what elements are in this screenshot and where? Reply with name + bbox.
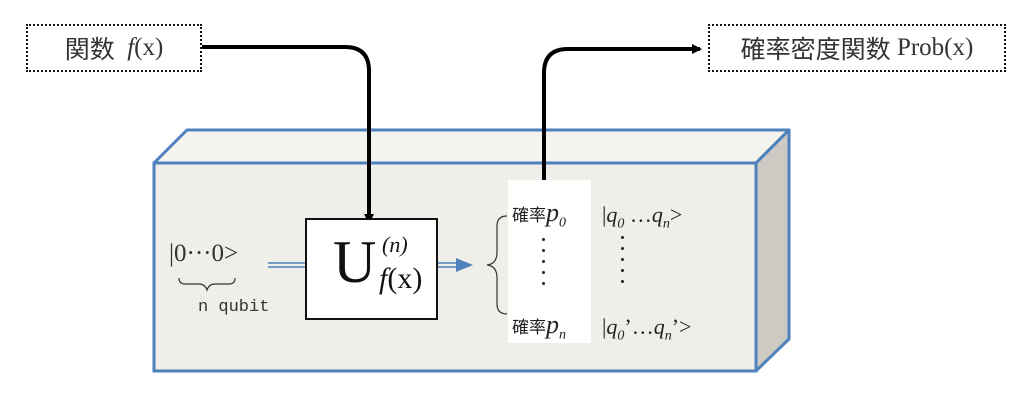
input-double-line	[268, 262, 305, 268]
state-index: 0	[617, 328, 625, 344]
outcome-first-state: |q0 …qn>	[602, 202, 682, 232]
prob-vertical-dots	[542, 238, 546, 293]
state-ellipsis: …	[624, 202, 652, 227]
state-index: n	[664, 328, 672, 344]
state-q: q	[606, 202, 618, 227]
prob-prefix: 確率	[512, 206, 546, 226]
input-label-prefix: 関数	[64, 35, 115, 64]
ket-open: |	[602, 202, 607, 227]
unitary-operator-box: U (n) f(x)	[305, 218, 438, 320]
outcome-last-probability: 確率pn	[512, 310, 566, 343]
outcomes-brace	[486, 215, 508, 315]
box-side-face	[754, 128, 791, 373]
operator-subscript-arg: (x)	[387, 262, 423, 295]
initial-state-ket: |0···0>	[169, 240, 239, 267]
prob-index: n	[559, 327, 566, 343]
prob-symbol: p	[546, 198, 559, 227]
state-q: q	[653, 314, 665, 339]
prob-symbol: p	[546, 310, 559, 339]
box-top-face	[152, 128, 791, 165]
output-prob-label: 確率密度関数 Prob(x)	[708, 24, 1006, 72]
operator-superscript: (n)	[382, 232, 408, 257]
probability-panel	[508, 180, 591, 343]
underbrace	[178, 277, 236, 292]
output-label-prefix: 確率密度関数	[740, 35, 891, 64]
operator-subscript-func: f	[379, 262, 388, 295]
outcome-last-state: |q0’…qn’>	[602, 314, 691, 344]
input-label-func: f	[127, 34, 135, 61]
ket-close: ’>	[671, 314, 692, 339]
prob-prefix: 確率	[512, 318, 546, 338]
ket-open: |	[602, 314, 607, 339]
output-arrow	[542, 44, 702, 182]
state-index: n	[662, 216, 670, 232]
output-double-arrow	[438, 258, 473, 272]
input-arrow	[201, 45, 374, 224]
prob-index: 0	[559, 215, 566, 231]
state-index: 0	[617, 216, 625, 232]
input-function-label: 関数 f(x)	[26, 24, 202, 72]
ket-close: >	[669, 202, 683, 227]
state-vertical-dots	[621, 236, 625, 291]
state-q: q	[651, 202, 663, 227]
input-label-arg: (x)	[134, 34, 164, 61]
outcome-first-probability: 確率p0	[512, 198, 566, 231]
state-q: q	[606, 314, 618, 339]
qubit-count-label: n qubit	[198, 298, 270, 317]
operator-subscript: f(x)	[379, 262, 422, 296]
output-label-func: Prob(x)	[896, 34, 974, 61]
state-ellipsis: ’…	[624, 314, 654, 339]
operator-symbol: U	[333, 229, 377, 295]
